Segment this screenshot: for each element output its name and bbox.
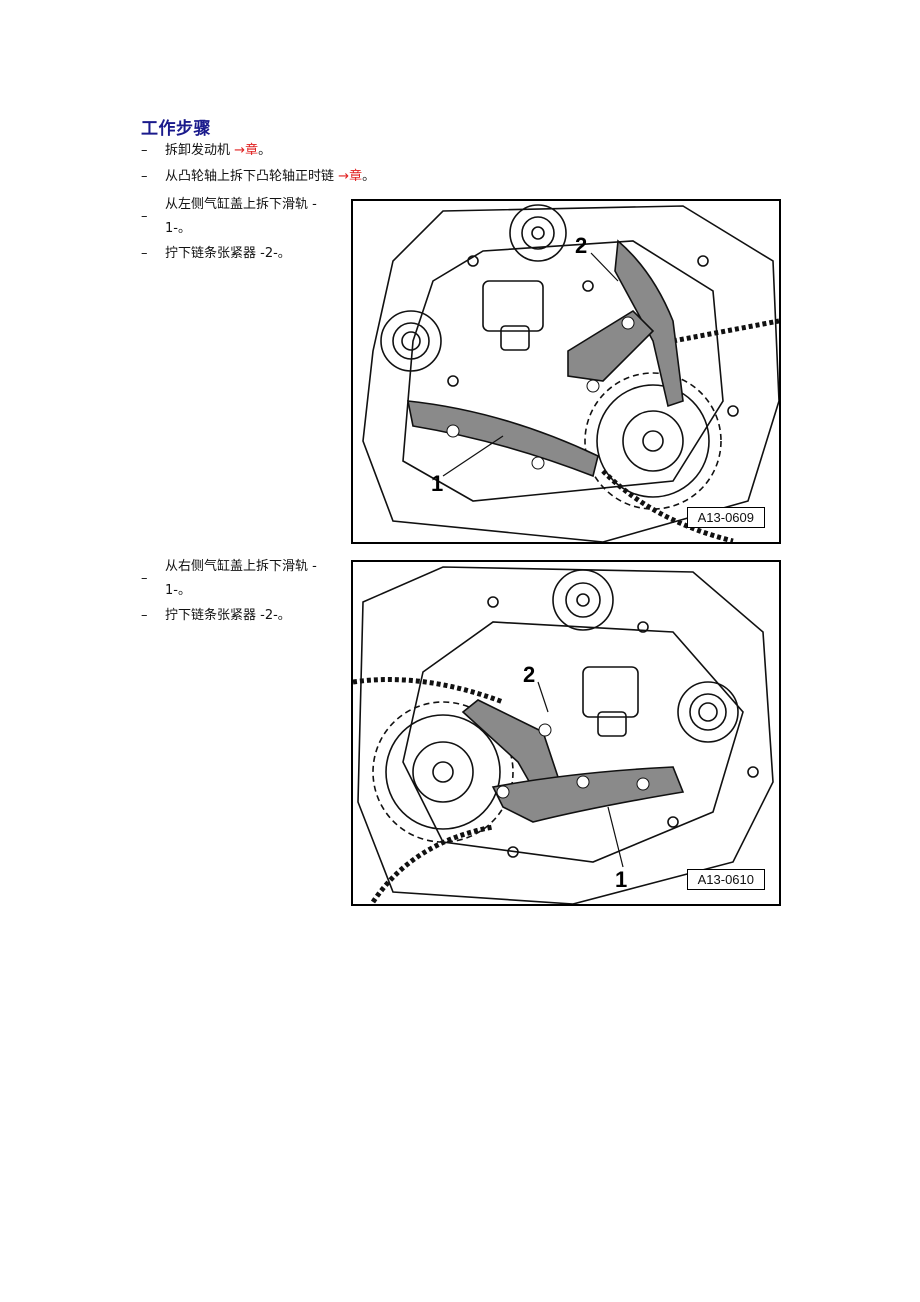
step-dash: – — [141, 571, 148, 586]
step-text: 拧下链条张紧器 -2-。 — [165, 608, 291, 623]
step-end: 。 — [258, 143, 272, 158]
callout-1: 1 — [615, 867, 627, 892]
engine-diagram-right: 1 2 — [353, 566, 774, 904]
callout-1: 1 — [431, 471, 443, 496]
callout-2: 2 — [523, 662, 535, 687]
reference-arrow-icon[interactable]: → — [234, 143, 246, 158]
step-dash: – — [141, 608, 148, 623]
step-dash: – — [141, 209, 148, 224]
step-dash: – — [141, 143, 148, 158]
figure-right-guide-rail: 1 2 A13-0610 — [351, 560, 781, 906]
step-end: 。 — [362, 169, 376, 184]
step-text-line2: 1-。 — [165, 583, 191, 598]
step-text: 拆卸发动机 — [165, 143, 231, 158]
figure-label: A13-0609 — [686, 507, 765, 528]
engine-diagram-left: 1 2 — [362, 204, 779, 542]
step-text-line1: 从左侧气缸盖上拆下滑轨 - — [165, 197, 317, 212]
figure-label: A13-0610 — [686, 869, 765, 890]
callout-2: 2 — [575, 233, 587, 258]
chapter-link[interactable]: 章 — [245, 143, 259, 158]
step-text: 拧下链条张紧器 -2-。 — [165, 246, 291, 261]
step-dash: – — [141, 169, 148, 184]
step-dash: – — [141, 246, 148, 261]
reference-arrow-icon[interactable]: → — [338, 169, 350, 184]
figure-left-guide-rail: 1 2 A13-0609 — [351, 199, 781, 544]
section-heading: 工作步骤 — [141, 119, 211, 139]
step-text-line2: 1-。 — [165, 221, 191, 236]
step-text: 从凸轮轴上拆下凸轮轴正时链 — [165, 169, 335, 184]
step-text-line1: 从右侧气缸盖上拆下滑轨 - — [165, 559, 317, 574]
chapter-link[interactable]: 章 — [349, 169, 363, 184]
